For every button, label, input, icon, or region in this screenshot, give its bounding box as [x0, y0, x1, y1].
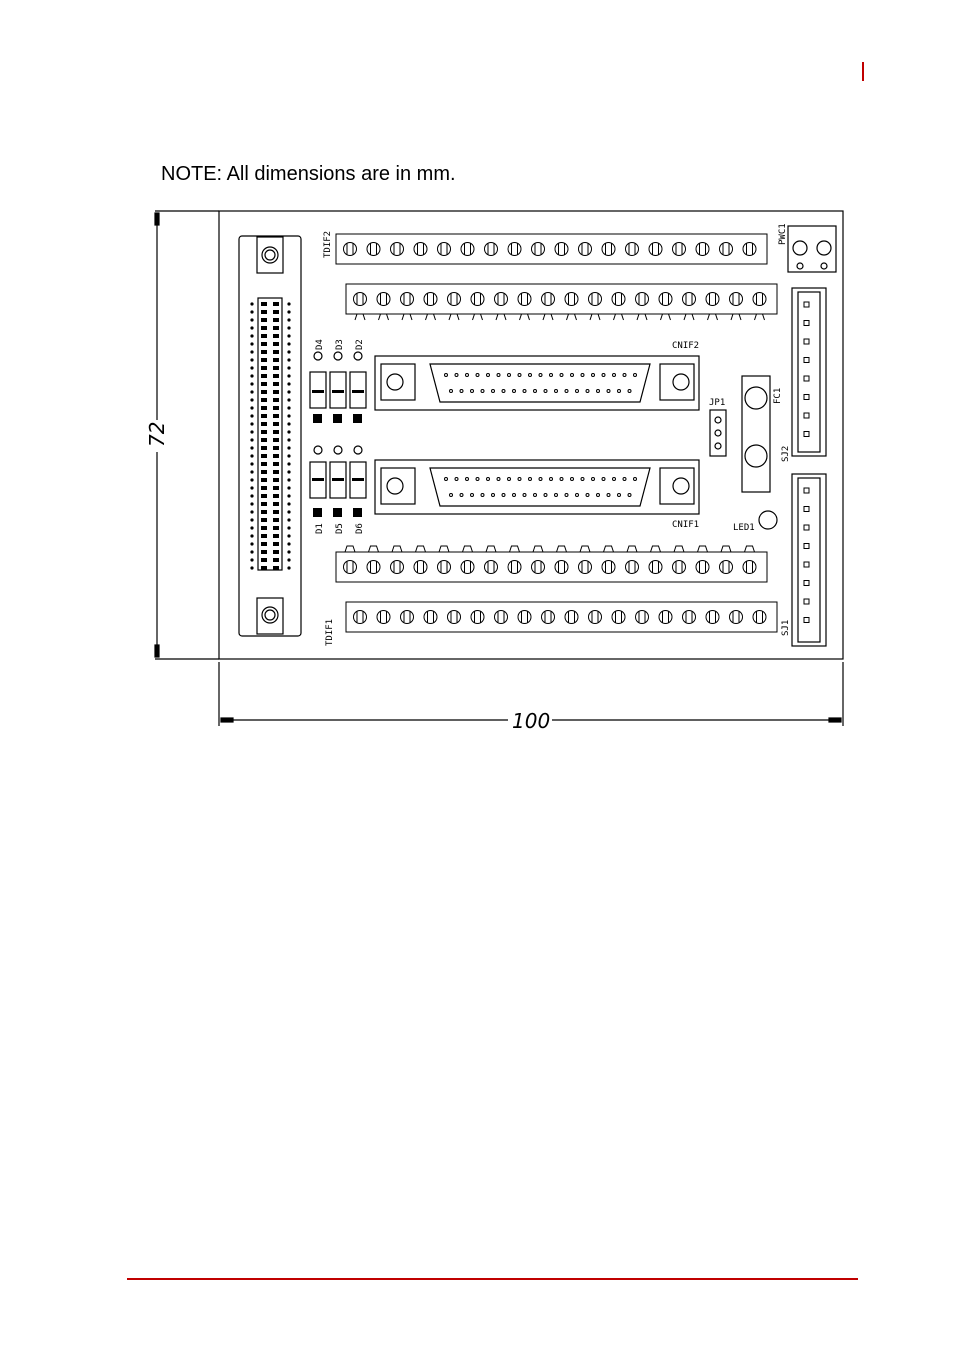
cnif1-connector	[374, 459, 700, 515]
label-d2: D2	[355, 339, 365, 350]
label-cnif2: CNIF2	[672, 341, 699, 351]
diode-d4	[309, 371, 327, 409]
width-dimension-label: 100	[512, 709, 550, 733]
footer-rule	[127, 1278, 858, 1280]
label-d6: D6	[355, 523, 365, 534]
diode-d3	[329, 371, 347, 409]
label-d3: D3	[335, 339, 345, 350]
label-led1: LED1	[733, 523, 755, 533]
power-connector-pwc1	[787, 225, 837, 273]
label-d4: D4	[315, 339, 325, 350]
diode-d5	[329, 461, 347, 499]
header-sj2	[791, 287, 827, 457]
header-sj1	[791, 473, 827, 647]
jumper-jp1	[709, 409, 727, 457]
label-jp1: JP1	[709, 398, 725, 408]
page-marker-bar	[862, 62, 864, 81]
label-d1: D1	[315, 523, 325, 534]
label-tdif2: TDIF2	[323, 231, 333, 258]
diode-d1	[309, 461, 327, 499]
label-d5: D5	[335, 523, 345, 534]
label-cnif1: CNIF1	[672, 520, 699, 530]
diode-d6	[349, 461, 367, 499]
label-pwc1: PWC1	[778, 223, 788, 245]
label-fc1: FC1	[773, 388, 783, 404]
led1	[758, 510, 778, 530]
label-sj1: SJ1	[781, 620, 791, 636]
diode-d2	[349, 371, 367, 409]
scsi-connector	[238, 235, 302, 637]
fuse-fc1	[741, 375, 771, 493]
dimension-note: NOTE: All dimensions are in mm.	[161, 163, 456, 185]
height-dimension-label: 72	[145, 422, 169, 447]
scsi-pins	[250, 302, 291, 570]
label-tdif1: TDIF1	[325, 619, 335, 646]
label-sj2: SJ2	[781, 446, 791, 462]
cnif2-connector	[374, 355, 700, 411]
board-outline	[218, 210, 844, 660]
